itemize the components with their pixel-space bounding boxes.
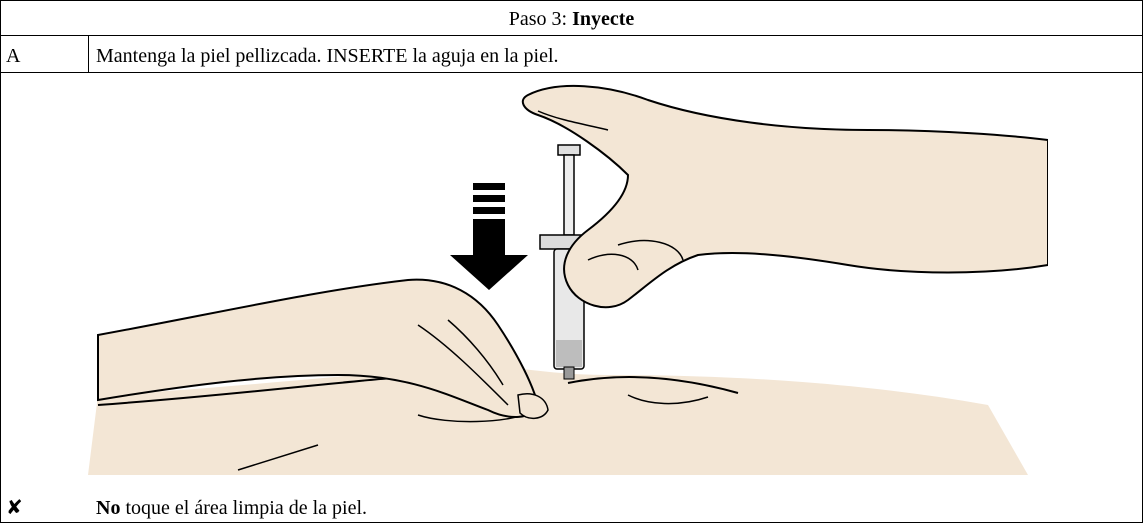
needle-hub	[563, 366, 575, 380]
table-column-divider	[88, 35, 89, 72]
warning-emphasis: No	[96, 497, 121, 519]
thumb-line	[537, 110, 609, 131]
step-header: Paso 3: Inyecte	[0, 7, 1143, 31]
arrow-stripe	[473, 195, 505, 202]
table-rule	[0, 35, 1143, 36]
cross-icon: ✘	[6, 497, 23, 519]
table-border-top	[0, 0, 1143, 1]
step-header-prefix: Paso 3:	[508, 8, 573, 30]
finger-line	[617, 239, 684, 261]
arrow-stripe	[473, 183, 505, 190]
holding-hand	[521, 84, 1048, 309]
fingernail	[517, 393, 549, 419]
injection-illustration	[88, 84, 1048, 475]
finger-line	[447, 319, 504, 386]
skin-outline	[237, 444, 319, 471]
step-label: A	[6, 45, 21, 67]
finger-line	[417, 324, 509, 406]
finger-line	[587, 253, 639, 271]
warning-text: No toque el área limpia de la piel.	[96, 496, 367, 520]
syringe-medicine	[556, 340, 582, 367]
down-arrow-icon	[450, 219, 528, 290]
plunger-head	[557, 144, 581, 156]
skin-outline	[567, 376, 739, 394]
table-rule	[0, 72, 1143, 73]
step-instruction: Mantenga la piel pellizcada. INSERTE la …	[96, 45, 559, 67]
arrow-stripe	[473, 207, 505, 214]
skin-fold	[627, 394, 709, 405]
skin-area	[88, 365, 1028, 475]
step-header-title: Inyecte	[572, 8, 635, 30]
warning-body: toque el área limpia de la piel.	[120, 497, 368, 519]
plunger-rod	[563, 154, 575, 236]
table-border-left	[0, 0, 1, 523]
